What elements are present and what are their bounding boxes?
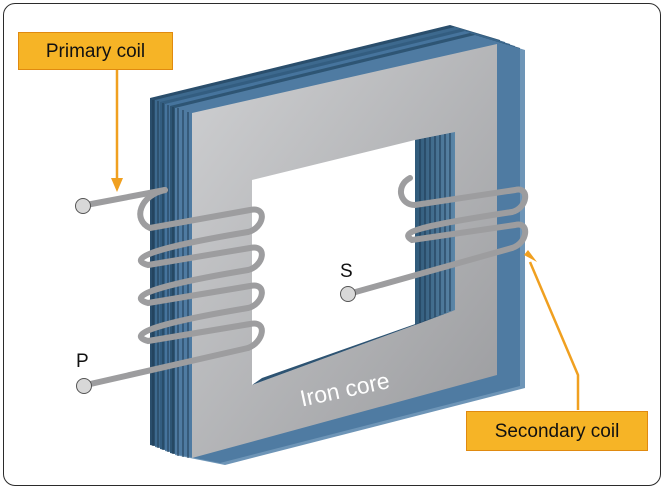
primary-bottom-lead [83, 345, 251, 388]
secondary-leader [524, 250, 580, 410]
terminal-s-label: S [340, 261, 353, 282]
primary-coil-label: Primary coil [18, 32, 173, 70]
secondary-bottom-lead [349, 245, 515, 296]
primary-bottom-terminal [76, 378, 92, 394]
terminal-p-label: P [76, 351, 89, 372]
secondary-coil-label: Secondary coil [466, 411, 648, 451]
secondary-coil [349, 175, 529, 296]
primary-top-terminal [75, 198, 91, 214]
secondary-bottom-terminal [340, 286, 356, 302]
primary-leader [111, 70, 123, 192]
primary-coil [83, 187, 265, 388]
